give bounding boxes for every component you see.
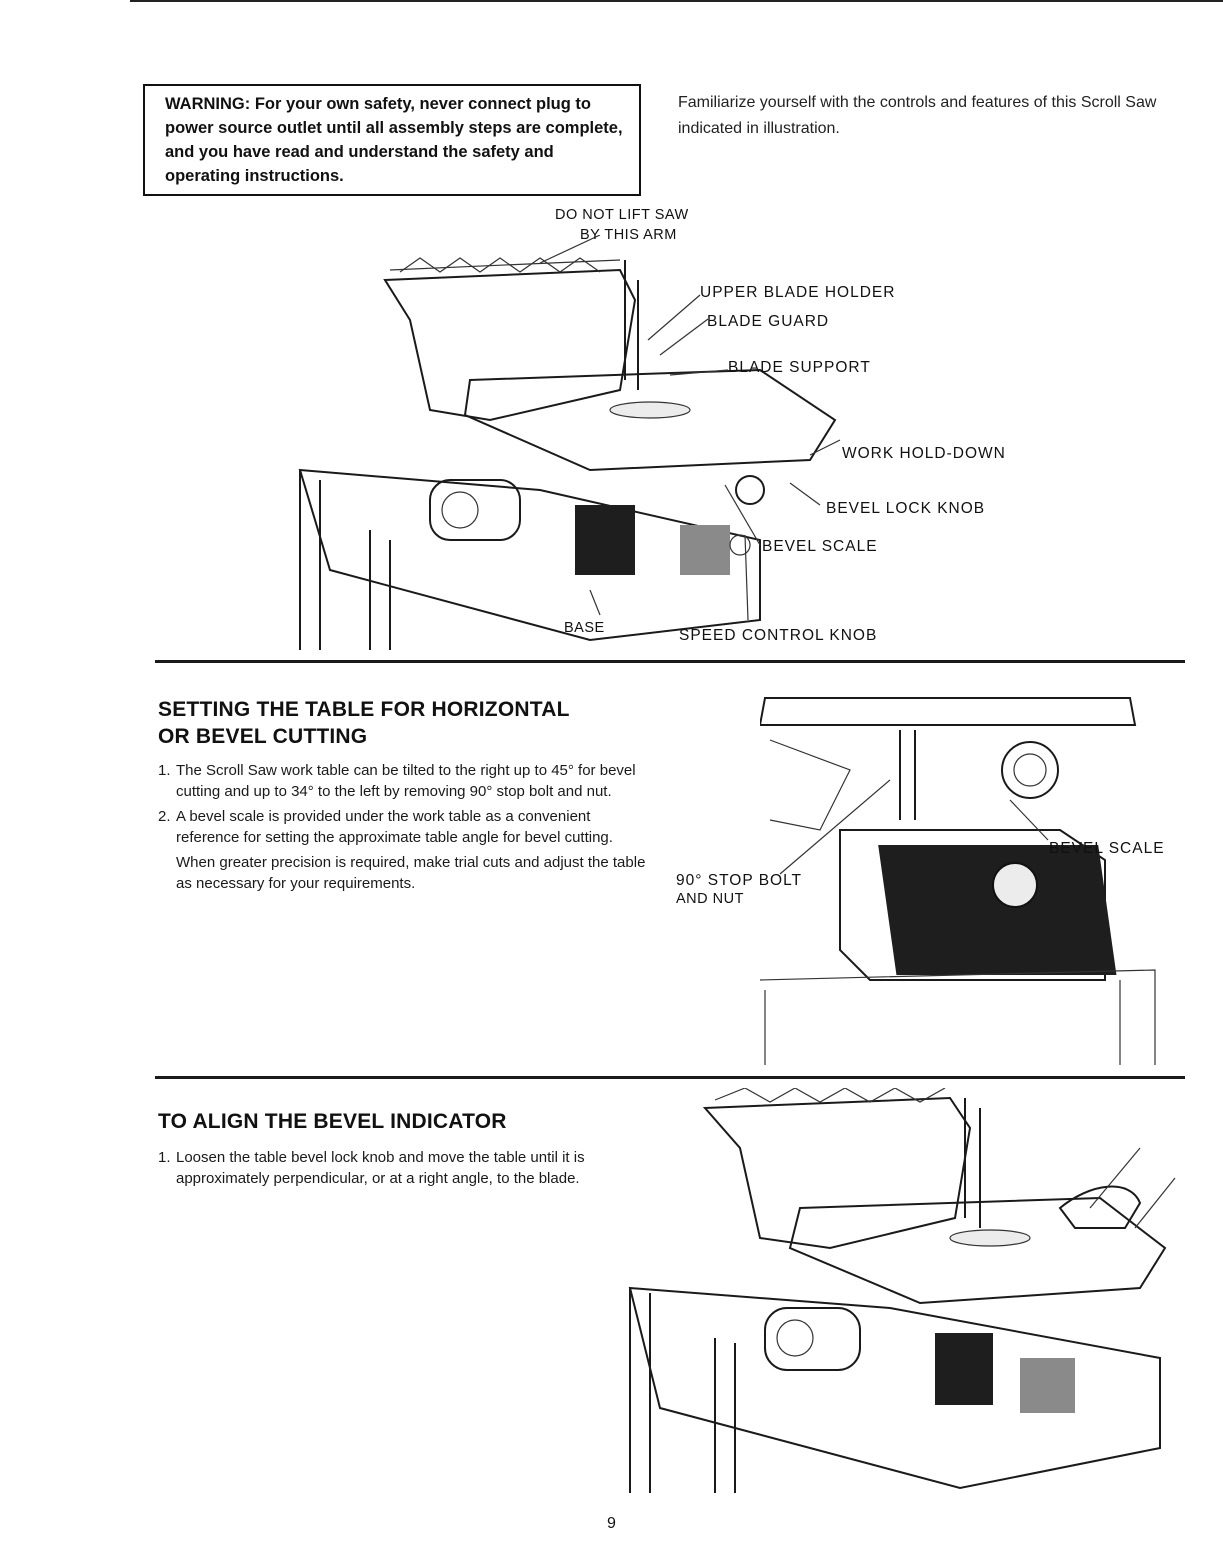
figure1-leaders [539, 235, 841, 621]
step-number: 1. [158, 762, 171, 779]
warning-box: WARNING: For your own safety, never conn… [143, 84, 641, 196]
step-note: When greater precision is required, make… [176, 854, 646, 892]
section-align-step-1: 1. Loosen the table bevel lock knob and … [158, 1147, 643, 1189]
step-text: The Scroll Saw work table can be tilted … [176, 762, 636, 800]
align-indicator-illustration [628, 1088, 1176, 1493]
section-table-step-1: 1. The Scroll Saw work table can be tilt… [158, 760, 648, 802]
scroll-saw-illustration [298, 257, 837, 650]
callout-speed-control-knob: SPEED CONTROL KNOB [679, 627, 878, 644]
section-table-steps: 1. The Scroll Saw work table can be tilt… [158, 760, 648, 898]
intro-text: Familiarize yourself with the controls a… [678, 94, 1157, 137]
callout-work-hold-down: WORK HOLD-DOWN [842, 445, 1006, 462]
callout-blade-guard: BLADE GUARD [707, 313, 830, 330]
section-table-heading-line2: OR BEVEL CUTTING [158, 725, 368, 748]
callout-bevel-lock-knob: BEVEL LOCK KNOB [826, 500, 986, 517]
page-number: 9 [607, 1515, 616, 1532]
section-align-steps: 1. Loosen the table bevel lock knob and … [158, 1147, 643, 1193]
callout-upper-blade-holder: UPPER BLADE HOLDER [700, 284, 896, 301]
step-text: A bevel scale is provided under the work… [176, 808, 613, 846]
step-number: 1. [158, 1149, 171, 1166]
section-table-step-2: 2. A bevel scale is provided under the w… [158, 806, 648, 894]
callout-bevel-scale-2: BEVEL SCALE [1049, 840, 1165, 857]
section-table-heading: SETTING THE TABLE FOR HORIZONTAL OR BEVE… [158, 696, 678, 750]
callout-stop-bolt-line2: AND NUT [676, 891, 744, 907]
callout-bevel-scale: BEVEL SCALE [762, 538, 878, 555]
warning-text: WARNING: For your own safety, never conn… [165, 95, 623, 185]
callout-blade-support: BLADE SUPPORT [728, 359, 871, 376]
bevel-scale-illustration [760, 697, 1156, 1065]
callout-base: BASE [564, 620, 605, 636]
callout-do-not-lift-line1: DO NOT LIFT SAW [555, 207, 689, 223]
section-align-heading: TO ALIGN THE BEVEL INDICATOR [158, 1110, 507, 1133]
section-table-heading-line1: SETTING THE TABLE FOR HORIZONTAL [158, 698, 570, 721]
callout-stop-bolt-line1: 90° STOP BOLT [676, 872, 803, 889]
section-divider-1 [155, 660, 1185, 663]
figure2-leaders [779, 779, 1049, 875]
top-rule [130, 0, 1223, 2]
step-text: Loosen the table bevel lock knob and mov… [176, 1149, 585, 1187]
callout-do-not-lift-line2: BY THIS ARM [580, 227, 677, 243]
step-number: 2. [158, 808, 171, 825]
section-divider-2 [155, 1076, 1185, 1079]
